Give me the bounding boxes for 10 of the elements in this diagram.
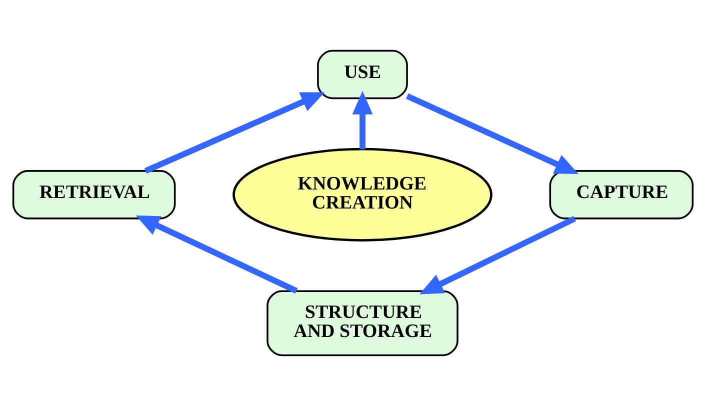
node-box: RETRIEVAL <box>12 170 176 220</box>
node-ellipse: KNOWLEDGE CREATION <box>232 148 492 242</box>
node-box: USE <box>317 50 408 100</box>
node-box: STRUCTURE AND STORAGE <box>266 290 458 356</box>
arrow <box>420 216 576 294</box>
node-box: CAPTURE <box>549 170 694 220</box>
arrow <box>144 92 325 174</box>
arrow <box>406 93 579 174</box>
arrow <box>136 215 298 294</box>
arrow <box>352 90 373 150</box>
